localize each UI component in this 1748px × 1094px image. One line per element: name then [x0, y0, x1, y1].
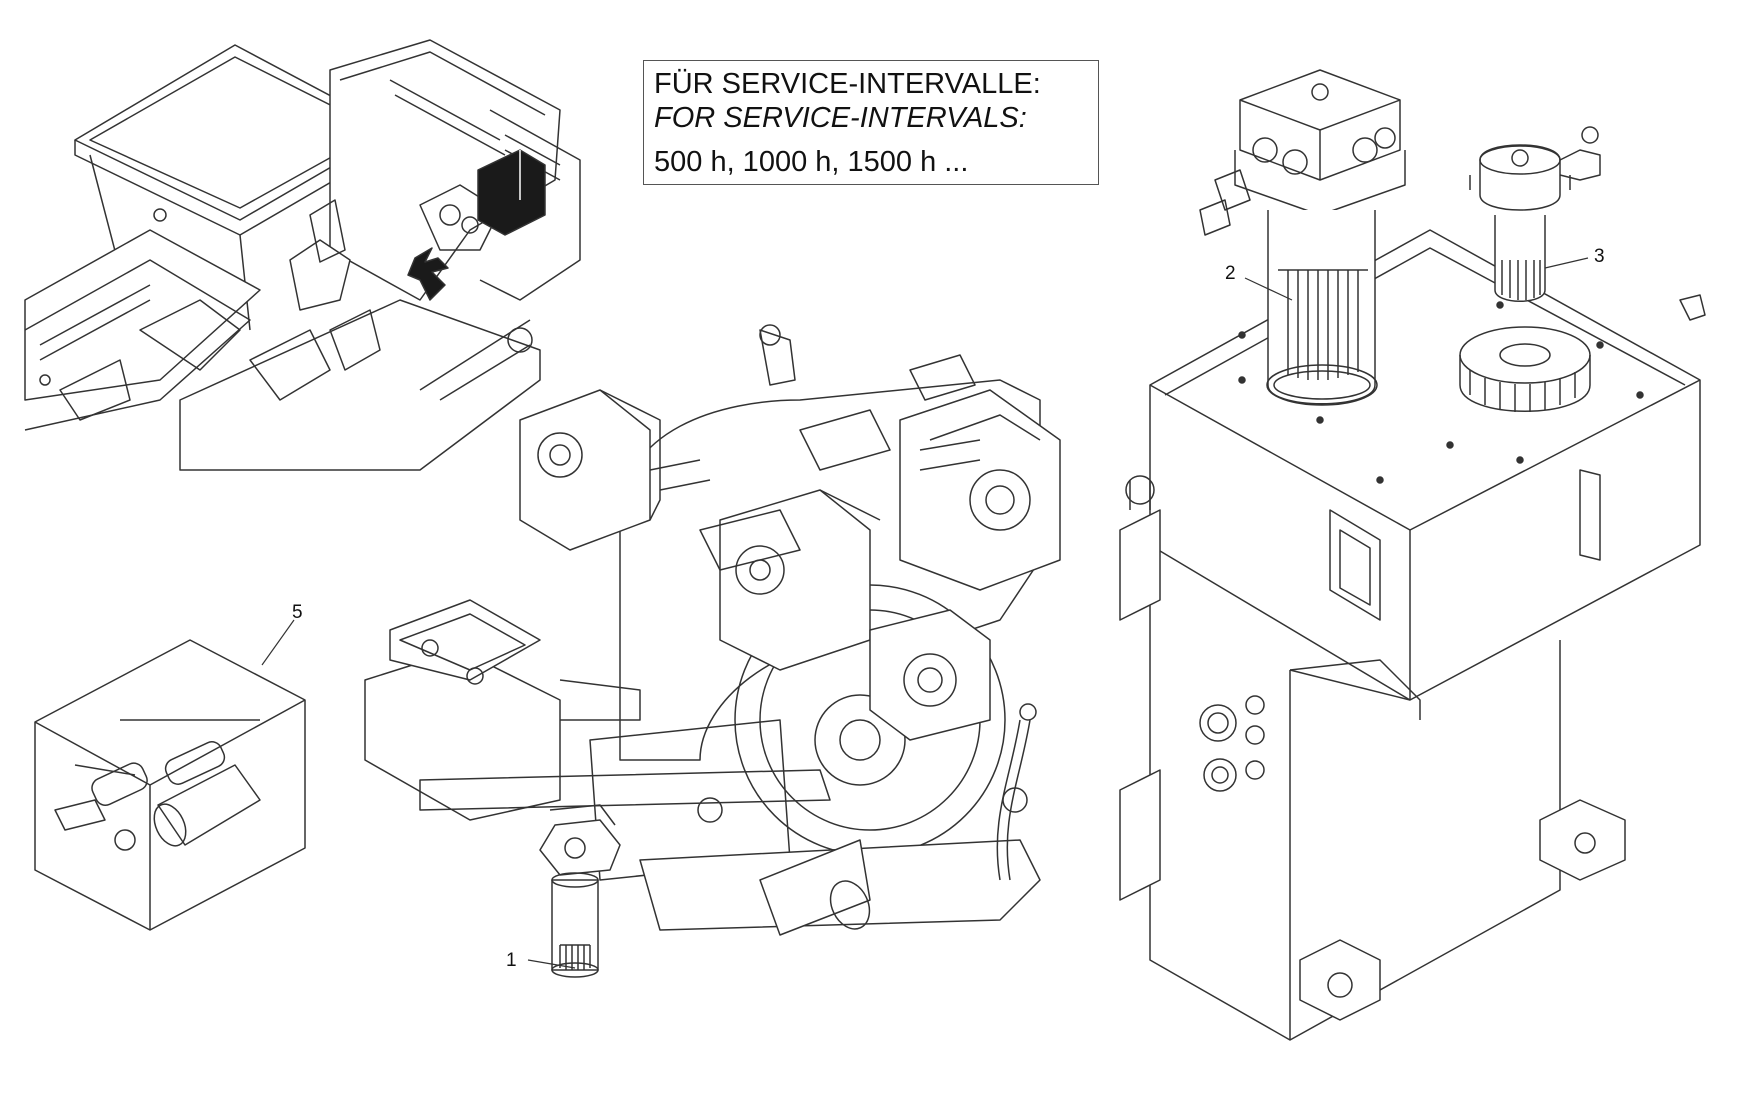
service-kit-box: [34, 639, 306, 931]
callout-1: 1: [506, 950, 517, 971]
service-interval-box: FÜR SERVICE-INTERVALLE: FOR SERVICE-INTE…: [643, 60, 1099, 185]
callout-3: 3: [1594, 246, 1605, 267]
hydraulic-tank: [1119, 229, 1706, 1041]
callout-2: 2: [1225, 263, 1236, 284]
return-filter-2: [1199, 69, 1406, 406]
pump-drive-assembly: [364, 324, 1061, 936]
service-interval-label-en: FOR SERVICE-INTERVALS:: [654, 102, 1027, 134]
service-interval-label-de: FÜR SERVICE-INTERVALLE:: [654, 68, 1041, 100]
filter-3: [1459, 126, 1601, 412]
callout-5: 5: [292, 602, 303, 623]
filter-element-1: [539, 804, 621, 978]
machine-overview-illustration: [24, 39, 581, 471]
service-interval-values: 500 h, 1000 h, 1500 h ...: [654, 146, 969, 178]
callout-leaders: [261, 257, 1589, 969]
